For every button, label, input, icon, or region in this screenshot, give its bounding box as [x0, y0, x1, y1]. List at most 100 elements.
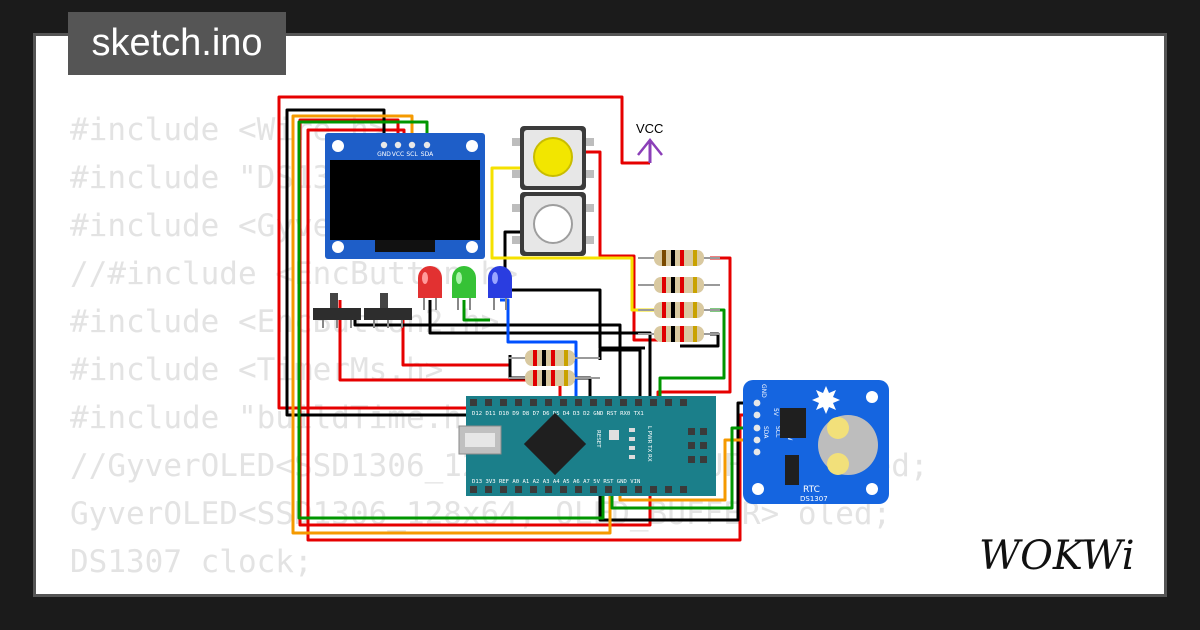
- rtc-pin[interactable]: [753, 399, 761, 407]
- resistor-body: [525, 370, 575, 386]
- led-blue[interactable]: [488, 266, 512, 310]
- oled-pin[interactable]: [380, 141, 388, 149]
- red-led-icon: [418, 266, 442, 298]
- rtc-pin[interactable]: [753, 424, 761, 432]
- rtc-pin-scl-label: SCL: [774, 426, 781, 438]
- pushbutton-white[interactable]: [512, 192, 594, 256]
- rtc-chip: [780, 408, 806, 438]
- resistor-body: [525, 350, 575, 366]
- vcc-arrow-icon: [637, 137, 663, 156]
- wire-green-sda[interactable]: [297, 120, 605, 520]
- wire-red-rtc[interactable]: [306, 128, 755, 542]
- nano-chip: [523, 412, 587, 476]
- resistor-band: [693, 302, 697, 318]
- resistor-band: [542, 350, 546, 366]
- usb-connector-icon: [458, 425, 502, 455]
- led-red[interactable]: [418, 266, 442, 310]
- resistor-3[interactable]: [638, 302, 720, 318]
- led-shine: [492, 272, 498, 284]
- nano-bottom-header: [470, 486, 687, 493]
- led-green[interactable]: [452, 266, 476, 310]
- wire-red-vcc[interactable]: [277, 95, 650, 410]
- oled-pin-vcc-label: VCC: [392, 151, 404, 158]
- code-line: // ... D2 D3: [70, 586, 929, 594]
- oled-pin[interactable]: [423, 141, 431, 149]
- green-led-icon: [452, 266, 476, 298]
- oled-pin[interactable]: [394, 141, 402, 149]
- flower-logo-icon: [812, 386, 840, 414]
- resistor-band: [551, 370, 555, 386]
- resistor-band: [671, 302, 675, 318]
- yellow-button-cap[interactable]: [533, 137, 573, 177]
- resistor-band: [693, 250, 697, 266]
- wire-orange-scl[interactable]: [291, 114, 612, 535]
- wire-green-rtc[interactable]: [610, 426, 755, 510]
- switch-body: [313, 308, 361, 320]
- oled-pin-scl-label: SCL: [406, 151, 418, 158]
- wire-red-buttons[interactable]: [585, 150, 660, 342]
- wokwi-logo-text: WOKWi: [979, 533, 1135, 579]
- wire-black-resistor-top[interactable]: [598, 348, 642, 405]
- rtc-pin[interactable]: [753, 411, 761, 419]
- resistor-1[interactable]: [638, 250, 720, 266]
- rtc-mount-hole: [752, 483, 764, 495]
- pushbutton-yellow[interactable]: [512, 126, 594, 190]
- wire-red-switch[interactable]: [338, 300, 562, 400]
- wires: [277, 95, 755, 542]
- wire-yellow-button[interactable]: [490, 166, 664, 312]
- resistor-band: [662, 302, 666, 318]
- oled-display[interactable]: GND VCC SCL SDA: [325, 133, 485, 259]
- rtc-pin[interactable]: [753, 436, 761, 444]
- oled-mount-hole: [332, 241, 344, 253]
- switch-knob[interactable]: [330, 293, 338, 308]
- oled-mount-hole: [332, 140, 344, 152]
- resistor-5[interactable]: [508, 350, 600, 366]
- resistor-band: [662, 277, 666, 293]
- code-line: //#include <EncButton.h>: [70, 256, 518, 292]
- rtc-title: RTC: [803, 485, 820, 495]
- resistor-2[interactable]: [638, 277, 720, 293]
- oled-ribbon: [375, 240, 435, 252]
- wire-red-misc[interactable]: [401, 320, 510, 367]
- reset-button[interactable]: [609, 430, 619, 440]
- wire-black-button[interactable]: [503, 230, 645, 350]
- nano-bottom-pin-labels: D13 3V3 REF A0 A1 A2 A3 A4 A5 A6 A7 5V R…: [472, 479, 640, 485]
- rtc-model: DS1307: [800, 495, 828, 503]
- resistor-body: [654, 250, 704, 266]
- icsp-header: [688, 428, 707, 463]
- slide-switch-right[interactable]: [364, 293, 412, 328]
- oled-pin[interactable]: [408, 141, 416, 149]
- oled-mount-hole: [466, 140, 478, 152]
- switch-body: [364, 308, 412, 320]
- resistor-band: [542, 370, 546, 386]
- switch-knob[interactable]: [380, 293, 388, 308]
- resistor-band: [680, 302, 684, 318]
- resistor-body: [654, 302, 704, 318]
- vcc-symbol: VCC: [636, 121, 663, 156]
- resistor-band: [662, 250, 666, 266]
- resistor-6[interactable]: [508, 370, 600, 386]
- wire-black-oled-gnd[interactable]: [285, 108, 468, 417]
- rtc-module[interactable]: GND 5V SDA SCL SQW RTC DS1307: [743, 380, 889, 504]
- resistor-body: [654, 326, 704, 342]
- oled-mount-hole: [466, 241, 478, 253]
- slide-switch-left[interactable]: [313, 293, 361, 328]
- rtc-pin[interactable]: [753, 448, 761, 456]
- arduino-nano[interactable]: D12 D11 D10 D9 D8 D7 D6 D5 D4 D3 D2 GND …: [458, 396, 716, 496]
- wire-black-leds[interactable]: [428, 300, 652, 405]
- status-leds: [629, 428, 635, 459]
- wire-green-led[interactable]: [462, 300, 490, 322]
- rtc-pin-sda-label: SDA: [762, 426, 769, 439]
- resistor-body: [654, 277, 704, 293]
- blue-led-icon: [488, 266, 512, 298]
- battery-contact: [827, 417, 849, 439]
- resistor-band: [662, 326, 666, 342]
- resistor-band: [671, 326, 675, 342]
- wire-black-gnd-bus[interactable]: [353, 320, 622, 405]
- white-button-cap[interactable]: [533, 204, 573, 244]
- resistor-4[interactable]: [638, 326, 720, 342]
- oled-pin-gnd-label: GND: [377, 151, 391, 158]
- nano-top-pin-labels: D12 D11 D10 D9 D8 D7 D6 D5 D4 D3 D2 GND …: [472, 411, 644, 417]
- file-name-tab[interactable]: sketch.ino: [68, 12, 286, 75]
